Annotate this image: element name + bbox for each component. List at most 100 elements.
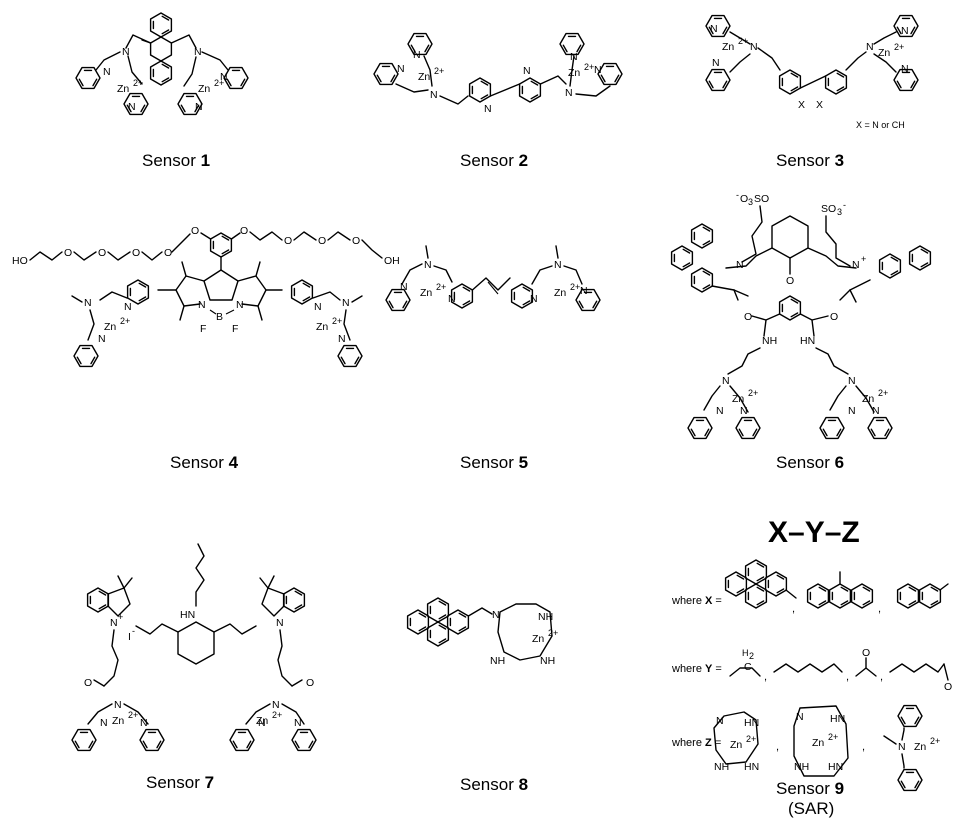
s3-zn-left: Zn bbox=[722, 41, 734, 53]
s1-n-left: N bbox=[122, 46, 130, 58]
svg-text:,: , bbox=[862, 741, 865, 753]
svg-text:+: + bbox=[118, 612, 123, 622]
svg-text:HN: HN bbox=[180, 609, 195, 621]
svg-text:,: , bbox=[846, 671, 849, 683]
svg-text:2+: 2+ bbox=[930, 736, 940, 746]
svg-text:N: N bbox=[484, 103, 492, 115]
svg-text:O: O bbox=[240, 225, 248, 237]
svg-text:O: O bbox=[64, 247, 72, 259]
svg-text:SO: SO bbox=[821, 203, 836, 215]
svg-text:2: 2 bbox=[749, 651, 754, 661]
svg-text:N: N bbox=[448, 293, 456, 305]
svg-text:O: O bbox=[284, 235, 292, 247]
sensor-3-caption: Sensor 3 bbox=[776, 151, 844, 170]
sensor-7-structure: HN N + I - O N N N Zn 2+ N O N bbox=[71, 543, 317, 752]
svg-text:OH: OH bbox=[384, 255, 400, 267]
sensor-1-structure: N N Zn 2+ N N N Zn 2+ N bbox=[75, 12, 249, 116]
svg-text:HN: HN bbox=[744, 761, 759, 773]
svg-text:O: O bbox=[306, 677, 314, 689]
svg-text:N: N bbox=[424, 259, 432, 271]
s1-n-right: N bbox=[194, 46, 202, 58]
svg-text:N: N bbox=[736, 259, 744, 271]
svg-text:N: N bbox=[100, 717, 108, 729]
svg-text:2+: 2+ bbox=[746, 734, 756, 744]
svg-text:N: N bbox=[114, 699, 122, 711]
sensor-3-structure: N N Zn 2+ N X X N Zn 2+ N N X = N or CH bbox=[705, 14, 919, 130]
svg-text:2+: 2+ bbox=[272, 710, 282, 720]
svg-text:N: N bbox=[554, 259, 562, 271]
svg-text:N: N bbox=[110, 617, 118, 629]
svg-text:N: N bbox=[492, 609, 500, 621]
svg-text:N: N bbox=[258, 717, 266, 729]
svg-text:-: - bbox=[132, 626, 135, 636]
svg-text:2+: 2+ bbox=[828, 732, 838, 742]
svg-text:O: O bbox=[744, 311, 752, 323]
svg-text:NH: NH bbox=[714, 761, 729, 773]
s1-py-n1: N bbox=[103, 66, 111, 78]
svg-text:3: 3 bbox=[748, 197, 753, 207]
svg-text:O: O bbox=[98, 247, 106, 259]
svg-text:Zn: Zn bbox=[914, 741, 926, 753]
svg-text:N: N bbox=[98, 333, 106, 345]
sensor-6-structure: - O 3 SO SO 3 - O N N + O NH bbox=[670, 190, 932, 440]
svg-text:O: O bbox=[944, 681, 952, 693]
svg-text:O: O bbox=[84, 677, 92, 689]
svg-text:NH: NH bbox=[540, 655, 555, 667]
svg-text:N: N bbox=[342, 297, 350, 309]
svg-text:N: N bbox=[716, 405, 724, 417]
svg-text:I: I bbox=[128, 631, 131, 643]
svg-text:3: 3 bbox=[837, 207, 842, 217]
s2-zn-right: Zn bbox=[568, 67, 580, 79]
svg-text:O: O bbox=[830, 311, 838, 323]
svg-text:-: - bbox=[843, 200, 846, 210]
svg-text:Zn: Zn bbox=[812, 737, 824, 749]
s6-zn-left: Zn bbox=[732, 393, 744, 405]
svg-text:2+: 2+ bbox=[738, 36, 748, 46]
svg-text:F: F bbox=[232, 323, 238, 335]
svg-text:X: X bbox=[798, 99, 805, 111]
svg-text:NH: NH bbox=[762, 335, 777, 347]
svg-text:2+: 2+ bbox=[878, 388, 888, 398]
s3-n-left: N bbox=[750, 41, 758, 53]
svg-text:N: N bbox=[901, 63, 909, 75]
svg-text:N: N bbox=[872, 405, 880, 417]
svg-text:2+: 2+ bbox=[436, 282, 446, 292]
svg-text:N: N bbox=[236, 299, 244, 311]
svg-text:+: + bbox=[861, 254, 866, 264]
svg-text:2+: 2+ bbox=[133, 78, 143, 88]
where-z-label: where Z = bbox=[671, 737, 721, 749]
svg-text:O: O bbox=[191, 225, 199, 237]
svg-text:N: N bbox=[523, 65, 531, 77]
svg-text:SO: SO bbox=[754, 193, 769, 205]
sar-formula: X–Y–Z bbox=[768, 516, 860, 549]
svg-text:N: N bbox=[722, 375, 730, 387]
svg-text:N: N bbox=[530, 293, 538, 305]
s1-zn-left: Zn bbox=[117, 83, 129, 95]
s5-zn-left: Zn bbox=[420, 287, 432, 299]
svg-text:N: N bbox=[413, 49, 421, 61]
svg-text:N: N bbox=[314, 301, 322, 313]
s8-zn: Zn bbox=[532, 633, 544, 645]
svg-text:2+: 2+ bbox=[548, 628, 558, 638]
svg-text:C: C bbox=[744, 661, 752, 673]
svg-text:N: N bbox=[338, 333, 346, 345]
svg-text:2+: 2+ bbox=[584, 62, 594, 72]
svg-text:HN: HN bbox=[830, 713, 845, 725]
sensor-2-structure: N N Zn 2+ N N N N N N Zn 2+ bbox=[373, 32, 623, 115]
svg-text:O: O bbox=[786, 275, 794, 287]
svg-text:O: O bbox=[862, 647, 870, 659]
s5-zn-right: Zn bbox=[554, 287, 566, 299]
svg-text:Zn: Zn bbox=[730, 739, 742, 751]
svg-text:N: N bbox=[898, 741, 906, 753]
s7-zn-right: Zn bbox=[256, 715, 268, 727]
svg-text:2+: 2+ bbox=[214, 78, 224, 88]
svg-text:2+: 2+ bbox=[120, 316, 130, 326]
svg-text:N: N bbox=[570, 51, 578, 63]
svg-text:N: N bbox=[294, 717, 302, 729]
svg-text:N: N bbox=[276, 617, 284, 629]
svg-text:N: N bbox=[198, 299, 206, 311]
svg-text:,: , bbox=[880, 671, 883, 683]
svg-text:H: H bbox=[742, 648, 749, 658]
svg-text:-: - bbox=[736, 190, 739, 200]
